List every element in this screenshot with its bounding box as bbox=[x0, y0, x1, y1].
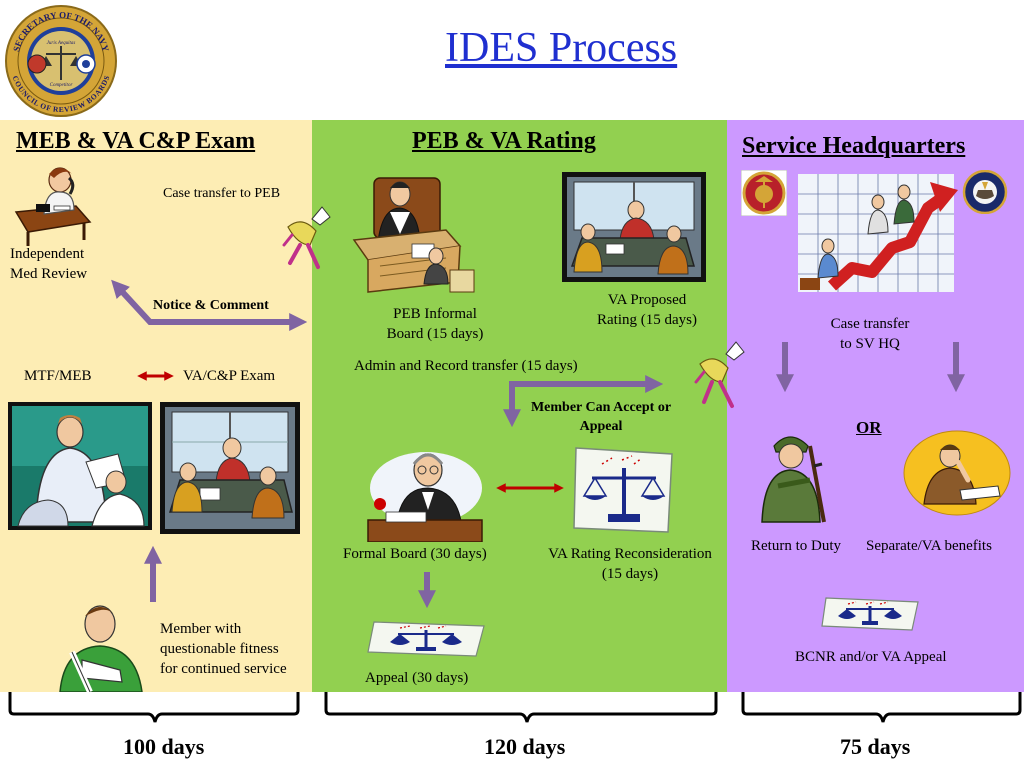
independent-review-line1: Independent bbox=[10, 246, 85, 262]
case-transfer-hq-line1: Case transfer bbox=[830, 316, 910, 332]
thinking-man-icon bbox=[903, 430, 1011, 516]
formal-board-judge-icon bbox=[367, 452, 483, 542]
notice-comment-arrow bbox=[111, 279, 308, 331]
peb-informal-line2: Board (15 days) bbox=[386, 326, 484, 342]
panel1-title: MEB & VA C&P Exam bbox=[16, 128, 256, 154]
soldier-icon bbox=[761, 436, 826, 523]
brace-100-days bbox=[8, 692, 300, 723]
separate-label: Separate/VA benefits bbox=[866, 538, 992, 554]
mtf-meb-label: MTF/MEB bbox=[24, 368, 92, 384]
member-line3: for continued service bbox=[160, 661, 287, 677]
seal-icon: SECRETARY OF THE NAVY COUNCIL OF REVIEW … bbox=[5, 5, 117, 117]
admin-transfer-arrow bbox=[503, 375, 664, 428]
judge-desk-icon bbox=[352, 177, 475, 293]
admin-transfer-label: Admin and Record transfer (15 days) bbox=[354, 358, 578, 374]
bcnr-label: BCNR and/or VA Appeal bbox=[795, 649, 947, 665]
seal-inner-bottom: Competitor bbox=[50, 83, 73, 88]
independent-review-line2: Med Review bbox=[10, 266, 88, 282]
va-recon-line1: VA Rating Reconsideration bbox=[548, 546, 712, 562]
meeting-room-icon bbox=[562, 172, 706, 282]
brace-75-days bbox=[741, 692, 1022, 723]
growth-chart-icon bbox=[798, 174, 958, 292]
panel3-title: Service Headquarters bbox=[742, 133, 966, 159]
va-cp-exam-label: VA/C&P Exam bbox=[183, 368, 276, 384]
doctor-patient-icon bbox=[8, 402, 152, 530]
scales-icon bbox=[573, 447, 673, 533]
member-line1: Member with bbox=[160, 621, 242, 637]
va-recon-line2: (15 days) bbox=[601, 566, 659, 582]
return-duty-label: Return to Duty bbox=[751, 538, 841, 554]
mailbox-runner-icon bbox=[694, 341, 745, 408]
marine-emblem-icon bbox=[741, 170, 787, 216]
doctor-phone-icon bbox=[14, 167, 92, 246]
scales-icon bbox=[367, 621, 485, 657]
formal-board-label: Formal Board (30 days) bbox=[343, 546, 487, 562]
duration-120-days: 120 days bbox=[484, 734, 566, 759]
or-label: OR bbox=[856, 418, 882, 437]
duration-100-days: 100 days bbox=[123, 734, 205, 759]
navy-emblem-icon bbox=[962, 170, 1008, 214]
seal-inner-top: Juris Aequitas bbox=[47, 41, 76, 46]
duration-75-days: 75 days bbox=[840, 734, 911, 759]
meeting-room-icon bbox=[160, 402, 300, 534]
injured-member-icon bbox=[59, 605, 143, 692]
va-proposed-line1: VA Proposed bbox=[607, 292, 687, 308]
scales-icon bbox=[821, 597, 919, 631]
case-transfer-hq-line2: to SV HQ bbox=[840, 336, 900, 352]
member-line2: questionable fitness bbox=[160, 641, 279, 657]
brace-120-days bbox=[324, 692, 718, 723]
page-title: IDES Process bbox=[445, 25, 678, 71]
peb-informal-line1: PEB Informal bbox=[393, 306, 477, 322]
mailbox-runner-icon bbox=[282, 206, 331, 269]
panel2-title: PEB & VA Rating bbox=[412, 128, 596, 154]
case-transfer-peb-label: Case transfer to PEB bbox=[163, 186, 281, 201]
va-proposed-line2: Rating (15 days) bbox=[597, 312, 697, 328]
appeal-label: Appeal (30 days) bbox=[365, 670, 469, 686]
